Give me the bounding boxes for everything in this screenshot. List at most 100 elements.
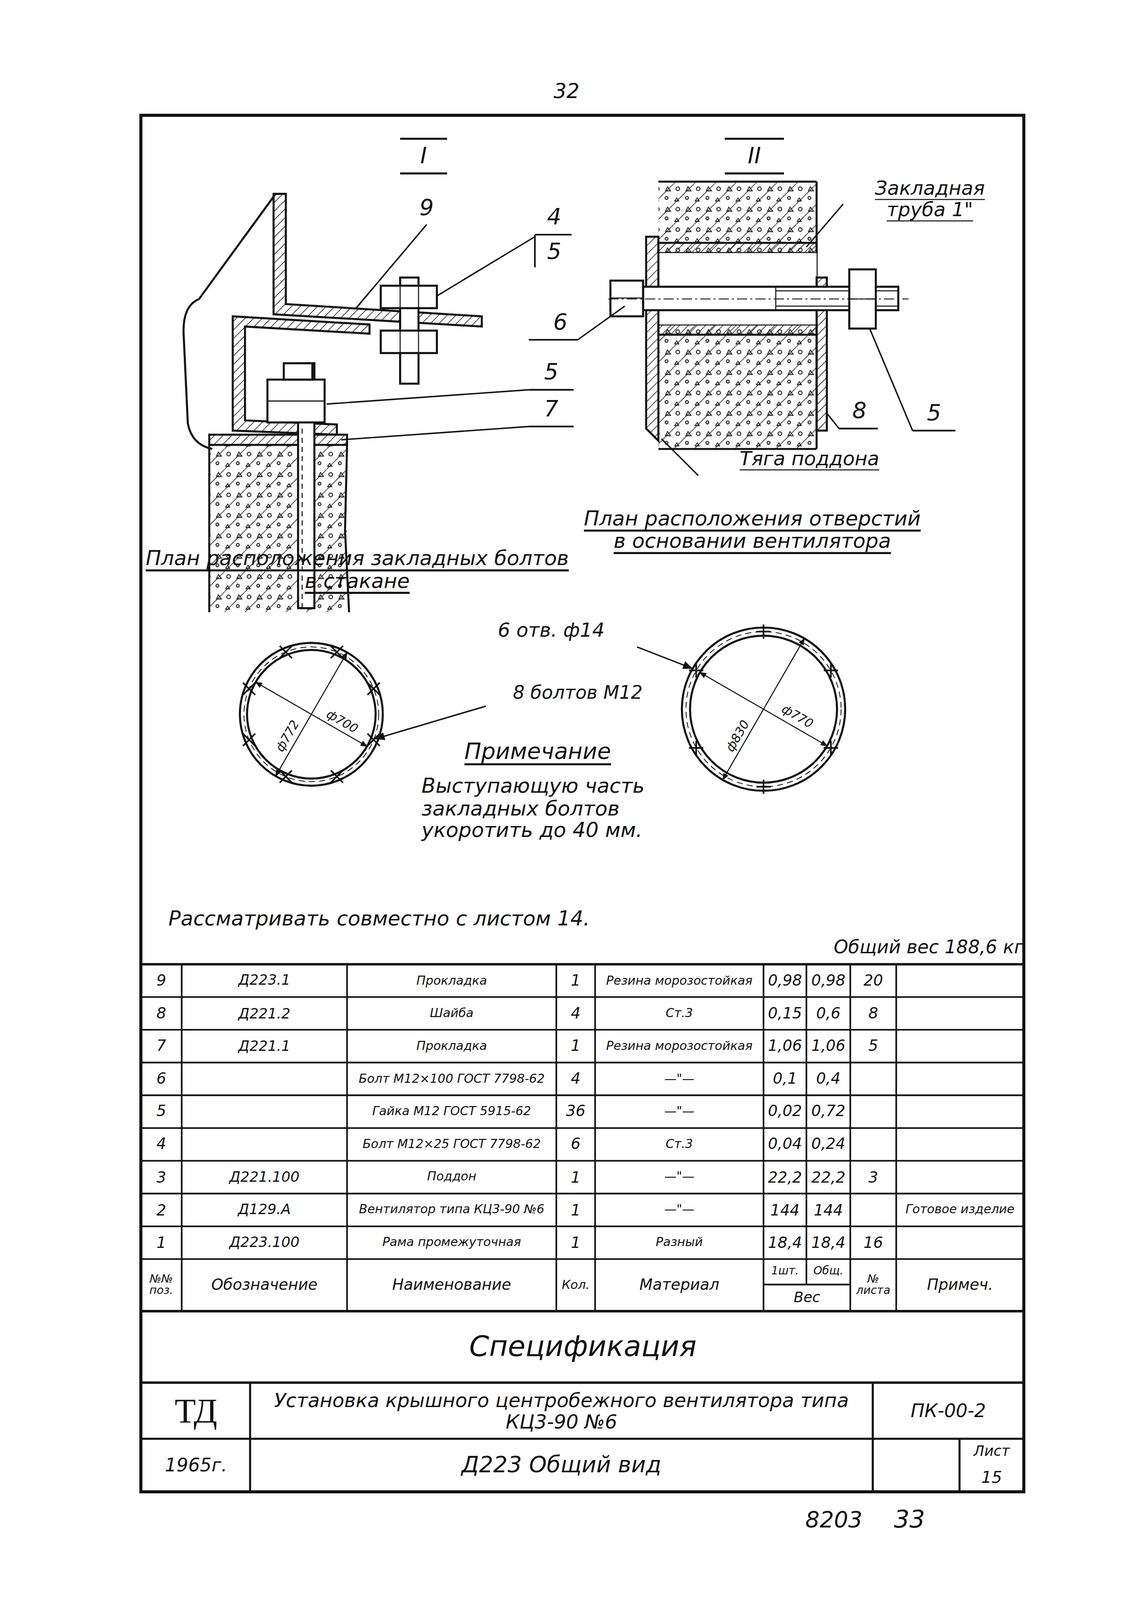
sheet-frame <box>140 115 1024 1492</box>
table-cell: 0,72 <box>807 1096 850 1127</box>
table-cell: 3 <box>141 1161 181 1193</box>
page-number: 32 <box>549 77 584 107</box>
table-rule <box>871 1382 874 1492</box>
table-cell: 0,6 <box>807 997 850 1029</box>
table-cell: 4 <box>141 1128 181 1160</box>
table-cell: 4 <box>557 1063 595 1095</box>
table-cell: 3 <box>851 1161 896 1193</box>
table-cell: 1 <box>557 1030 595 1062</box>
table-rule <box>140 1126 1024 1129</box>
table-rule <box>346 964 348 1312</box>
table-cell: 20 <box>851 965 896 996</box>
table-cell: Болт М12×100 ГОСТ 7798-62 <box>347 1063 556 1095</box>
table-cell: 22,2 <box>764 1161 806 1193</box>
table-cell: 0,98 <box>764 965 806 996</box>
table-cell: Вентилятор типа КЦ3-90 №6 <box>347 1194 556 1226</box>
dimension: ф830 <box>721 714 755 758</box>
table-header: Примеч. <box>897 1260 1023 1311</box>
table-rule <box>140 1225 1024 1228</box>
table-cell: Резина морозостойкая <box>596 965 763 996</box>
section-mark: I <box>399 140 447 172</box>
archive-number: 8203 <box>798 1504 870 1538</box>
table-cell: 0,04 <box>764 1128 806 1160</box>
callout-number: 5 <box>539 236 570 268</box>
table-header: №№ поз. <box>141 1260 181 1311</box>
table-cell: Д129.А <box>182 1194 347 1226</box>
section-one <box>183 138 574 613</box>
table-cell: 1 <box>557 965 595 996</box>
dimension: ф700 <box>320 704 364 739</box>
table-cell: 2 <box>141 1194 181 1226</box>
table-cell: 1,06 <box>807 1030 850 1062</box>
table-rule <box>140 996 1024 998</box>
table-cell: 16 <box>851 1227 896 1258</box>
table-cell: 1 <box>557 1194 595 1226</box>
table-cell: 1 <box>557 1161 595 1193</box>
table-cell: 5 <box>851 1030 896 1062</box>
table-cell: Болт М12×25 ГОСТ 7798-62 <box>347 1128 556 1160</box>
table-header: Наименование <box>347 1260 556 1311</box>
callout-number: 4 <box>539 202 570 233</box>
table-rule <box>895 964 898 1312</box>
table-rule <box>249 1382 251 1492</box>
bolt-plans <box>239 624 846 794</box>
table-title: Спецификация <box>142 1313 1023 1381</box>
table-cell: Д221.2 <box>182 997 347 1029</box>
table-cell: 6 <box>557 1128 595 1160</box>
table-rule <box>763 1283 851 1286</box>
callout-number: 8 <box>843 395 877 427</box>
table-rule <box>140 1159 1024 1162</box>
callout-number: 9 <box>413 193 440 223</box>
table-cell: 0,02 <box>764 1096 806 1127</box>
table-cell: 18,4 <box>764 1227 806 1258</box>
table-cell: Д221.1 <box>182 1030 347 1062</box>
table-header: Общ. <box>807 1260 850 1284</box>
table-cell: 36 <box>557 1096 595 1127</box>
note-heading: Примечание <box>464 734 700 770</box>
table-cell: 0,15 <box>764 997 806 1029</box>
table-cell: 6 <box>141 1063 181 1095</box>
table-rule <box>181 964 183 1312</box>
table-rule <box>849 964 852 1312</box>
table-cell: 7 <box>141 1030 181 1062</box>
dimension: ф772 <box>270 714 305 758</box>
table-cell: Ст.3 <box>596 1128 763 1160</box>
table-header: Обозначение <box>182 1260 347 1311</box>
table-rule <box>140 1192 1024 1195</box>
table-header: № листа <box>851 1260 896 1311</box>
table-cell: 8 <box>141 997 181 1029</box>
table-cell: 0,98 <box>807 965 850 996</box>
table-cell: Д223.100 <box>182 1227 347 1258</box>
total-weight: Общий вес 188,6 кг <box>775 930 1024 964</box>
table-cell: 9 <box>141 965 181 996</box>
callout-number: 5 <box>535 357 567 388</box>
table-cell: Д223.1 <box>182 965 347 996</box>
table-rule <box>140 1061 1024 1064</box>
view-title: План расположения отверстий в основании … <box>577 483 927 578</box>
table-rule <box>555 964 558 1312</box>
table-cell: Ст.3 <box>596 997 763 1029</box>
table-rule <box>958 1438 961 1492</box>
callout-number: 5 <box>916 398 952 429</box>
table-cell: Гайка М12 ГОСТ 5915-62 <box>347 1096 556 1127</box>
table-rule <box>140 1028 1024 1031</box>
table-rule <box>805 964 808 1285</box>
table-cell: 144 <box>807 1194 850 1226</box>
table-rule <box>140 1381 1024 1384</box>
table-cell: —"— <box>596 1063 763 1095</box>
table-header: Вес <box>764 1285 850 1311</box>
callout-number: 6 <box>545 308 575 338</box>
table-header: Кол. <box>557 1260 595 1311</box>
table-cell: —"— <box>596 1096 763 1127</box>
title-block-year: 1965г. <box>142 1440 250 1490</box>
table-cell: Рама промежуточная <box>347 1227 556 1258</box>
table-cell: 5 <box>141 1096 181 1127</box>
table-cell: Прокладка <box>347 1030 556 1062</box>
part-label: Тяга поддона <box>700 442 919 474</box>
table-cell: 4 <box>557 997 595 1029</box>
table-header: 1шт. <box>764 1260 806 1284</box>
title-block-drawing: Д223 Общий вид <box>253 1440 870 1490</box>
table-cell: Д221.100 <box>182 1161 347 1193</box>
table-cell: 1 <box>141 1227 181 1258</box>
table-rule <box>762 964 765 1312</box>
